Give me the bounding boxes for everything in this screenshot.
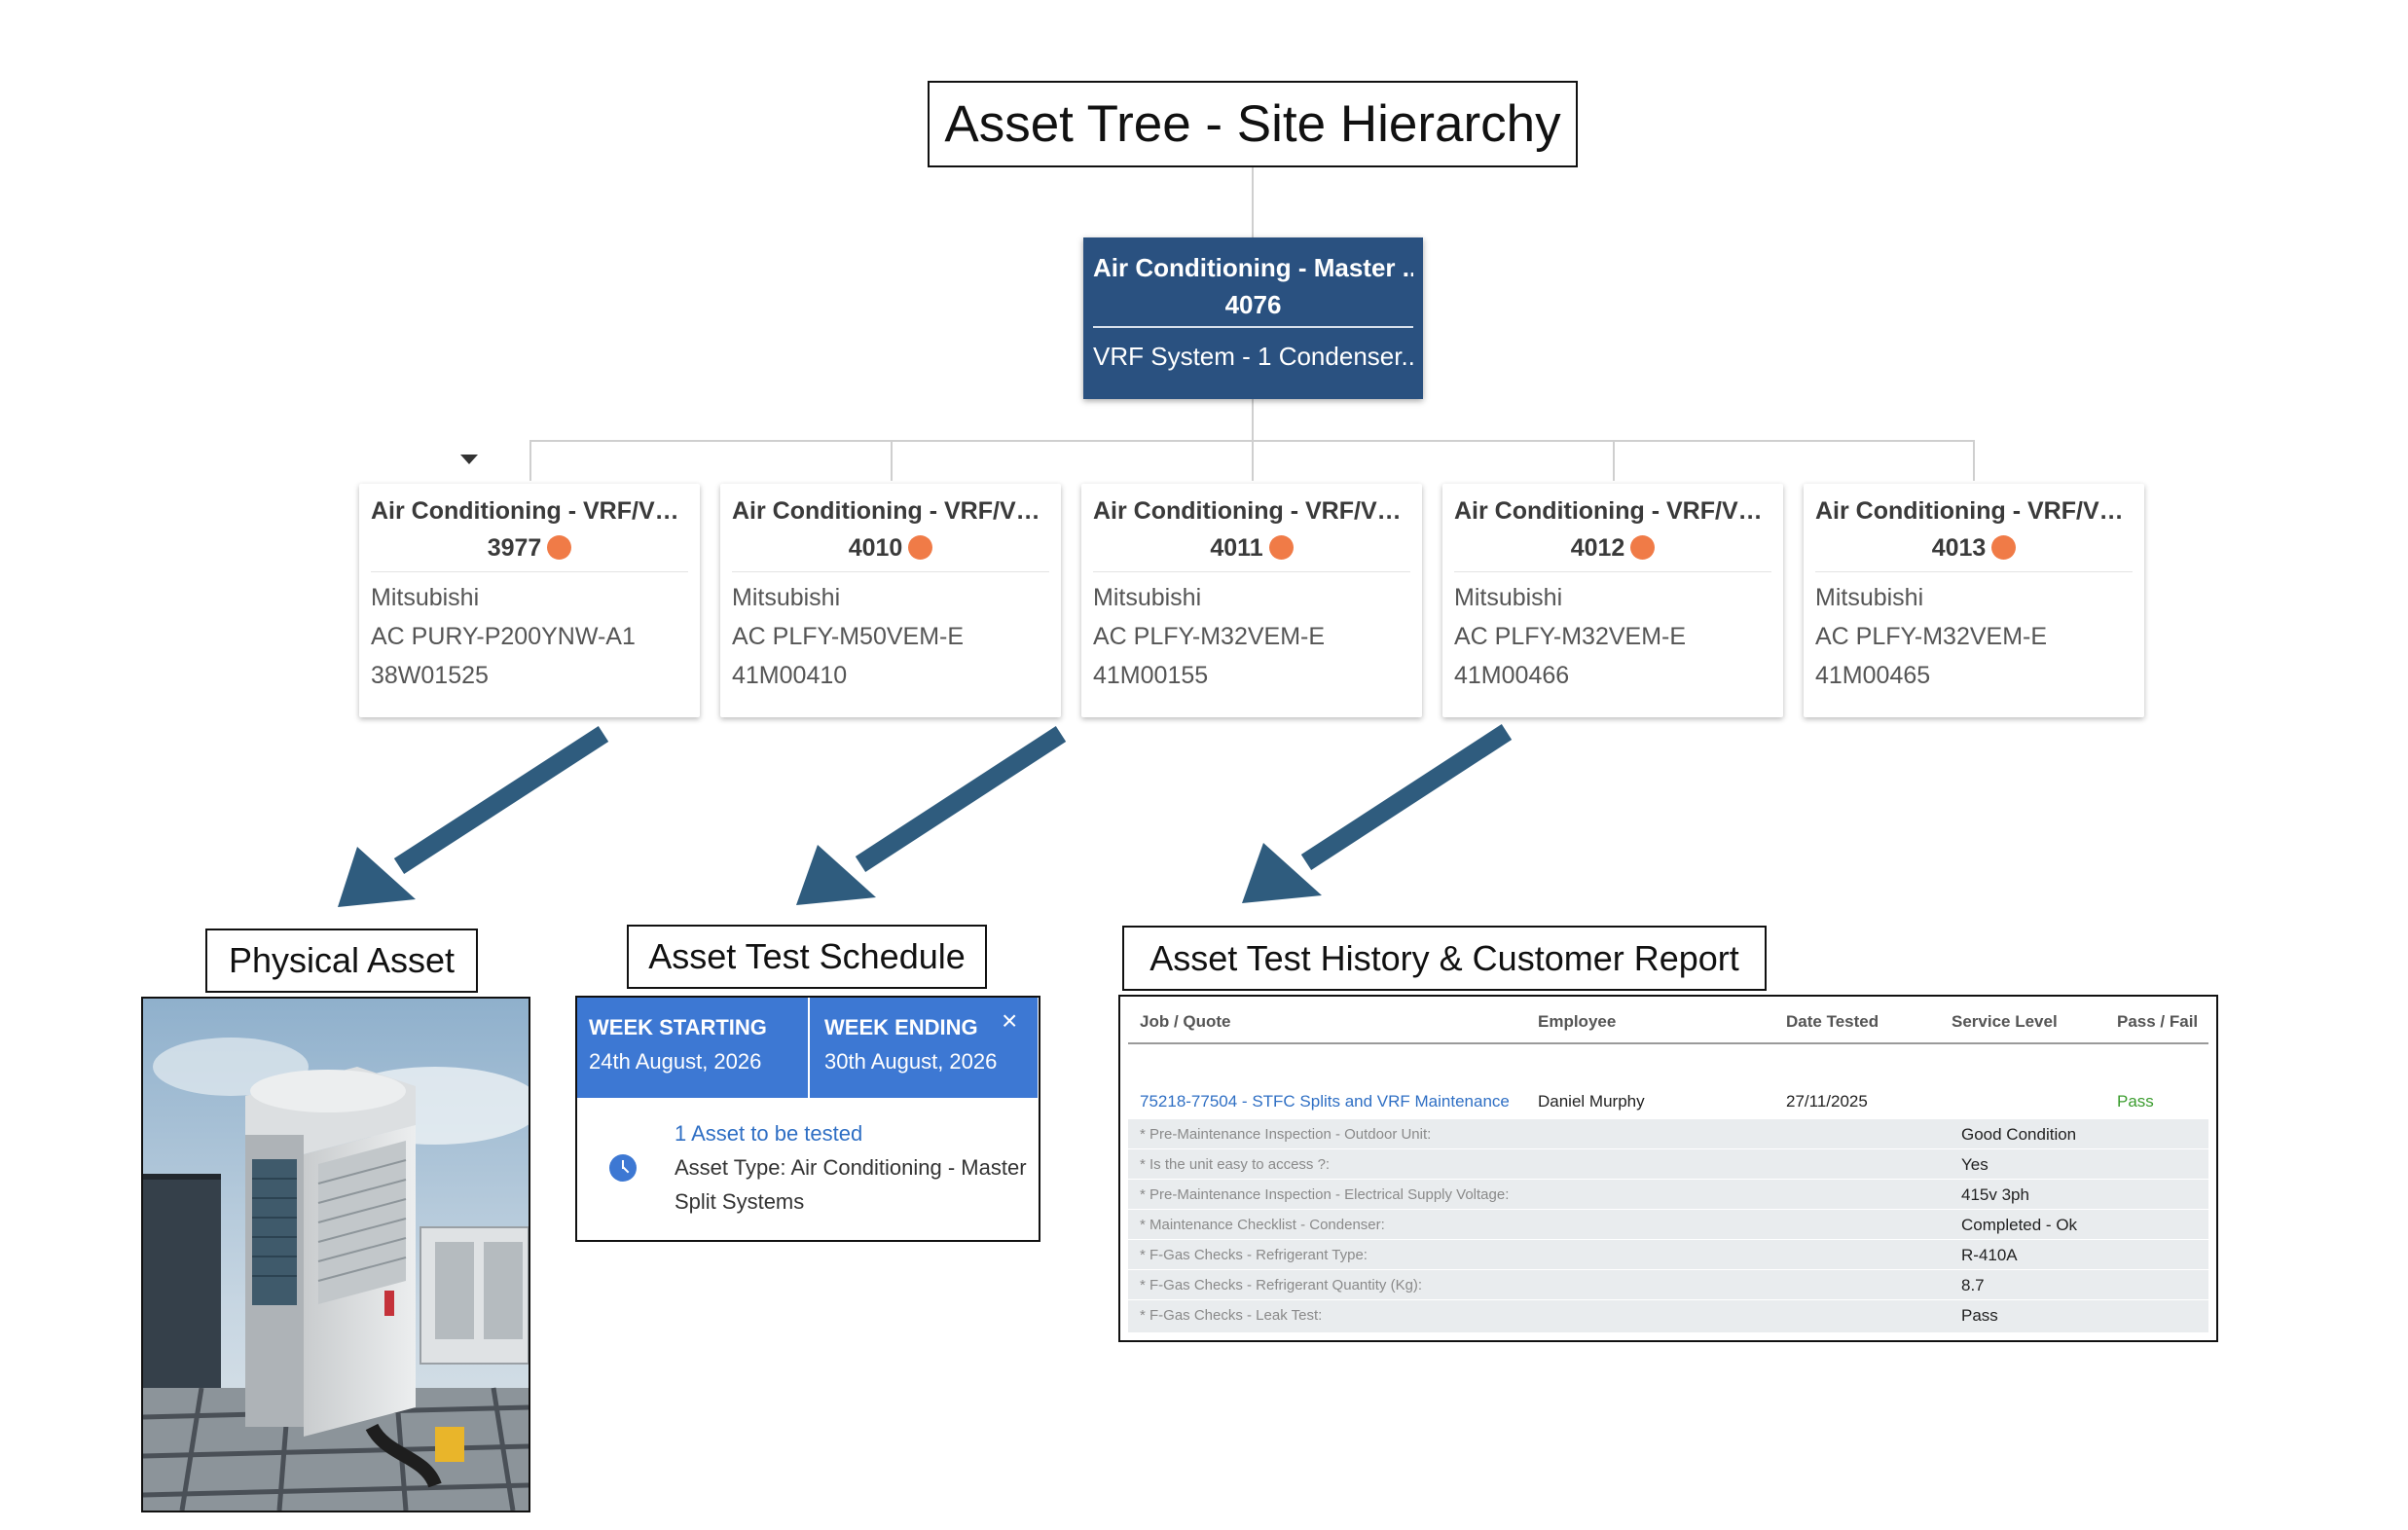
detail-value: Completed - Ok (1961, 1216, 2077, 1235)
close-icon[interactable]: × (1002, 1005, 1017, 1037)
detail-label: * Is the unit easy to access ?: (1140, 1156, 1330, 1173)
asset-type-line-2: Split Systems (675, 1189, 804, 1215)
pass-fail-result: Pass (2117, 1092, 2154, 1111)
detail-row: * F-Gas Checks - Refrigerant Quantity (K… (1128, 1270, 2208, 1300)
test-schedule-panel: WEEK STARTING 24th August, 2026 WEEK END… (575, 996, 1040, 1242)
detail-label: * Pre-Maintenance Inspection - Electrica… (1140, 1186, 1509, 1203)
schedule-header-divider (808, 998, 810, 1098)
test-history-label: Asset Test History & Customer Report (1122, 926, 1767, 991)
history-header-row: Job / Quote Employee Date Tested Service… (1128, 1002, 2208, 1044)
asset-type-line-1: Asset Type: Air Conditioning - Master (675, 1155, 1027, 1181)
detail-value: R-410A (1961, 1246, 2018, 1265)
arrow-to-test-schedule (796, 734, 1061, 905)
detail-value: Pass (1961, 1306, 1998, 1326)
week-end-date: 30th August, 2026 (824, 1049, 997, 1075)
col-job-quote[interactable]: Job / Quote (1140, 1012, 1231, 1032)
detail-row: * Pre-Maintenance Inspection - Electrica… (1128, 1180, 2208, 1210)
col-pass-fail[interactable]: Pass / Fail (2117, 1012, 2198, 1032)
detail-value: Good Condition (1961, 1125, 2076, 1145)
detail-row: * Maintenance Checklist - Condenser: Com… (1128, 1210, 2208, 1240)
date-tested: 27/11/2025 (1786, 1092, 1868, 1111)
week-end-label: WEEK ENDING (824, 1015, 978, 1040)
test-history-panel: Job / Quote Employee Date Tested Service… (1118, 995, 2218, 1342)
physical-asset-photo (141, 997, 530, 1512)
detail-label: * Pre-Maintenance Inspection - Outdoor U… (1140, 1126, 1431, 1143)
col-service-level[interactable]: Service Level (1952, 1012, 2058, 1032)
job-quote-link[interactable]: 75218-77504 - STFC Splits and VRF Mainte… (1140, 1092, 1510, 1111)
clock-icon (609, 1154, 637, 1182)
arrow-to-physical-asset (338, 734, 603, 907)
physical-asset-label: Physical Asset (205, 929, 478, 993)
detail-value: 415v 3ph (1961, 1185, 2029, 1205)
schedule-header: WEEK STARTING 24th August, 2026 WEEK END… (577, 998, 1038, 1098)
arrow-to-test-history (1242, 732, 1507, 903)
detail-row: * Pre-Maintenance Inspection - Outdoor U… (1128, 1119, 2208, 1149)
detail-value: 8.7 (1961, 1276, 1985, 1295)
week-start-date: 24th August, 2026 (589, 1049, 761, 1075)
detail-row: * Is the unit easy to access ?: Yes (1128, 1149, 2208, 1180)
outdoor-unit-image (143, 999, 529, 1511)
detail-row: * F-Gas Checks - Leak Test: Pass (1128, 1300, 2208, 1330)
detail-label: * F-Gas Checks - Leak Test: (1140, 1307, 1322, 1324)
history-detail-list: * Pre-Maintenance Inspection - Outdoor U… (1128, 1119, 2208, 1332)
assets-to-test-link[interactable]: 1 Asset to be tested (675, 1121, 862, 1147)
detail-label: * Maintenance Checklist - Condenser: (1140, 1217, 1385, 1233)
test-schedule-label: Asset Test Schedule (627, 925, 987, 989)
detail-label: * F-Gas Checks - Refrigerant Quantity (K… (1140, 1277, 1422, 1293)
week-start-label: WEEK STARTING (589, 1015, 767, 1040)
employee-name: Daniel Murphy (1538, 1092, 1645, 1111)
col-date-tested[interactable]: Date Tested (1786, 1012, 1879, 1032)
detail-label: * F-Gas Checks - Refrigerant Type: (1140, 1247, 1368, 1263)
detail-value: Yes (1961, 1155, 1988, 1175)
detail-row: * F-Gas Checks - Refrigerant Type: R-410… (1128, 1240, 2208, 1270)
col-employee[interactable]: Employee (1538, 1012, 1616, 1032)
